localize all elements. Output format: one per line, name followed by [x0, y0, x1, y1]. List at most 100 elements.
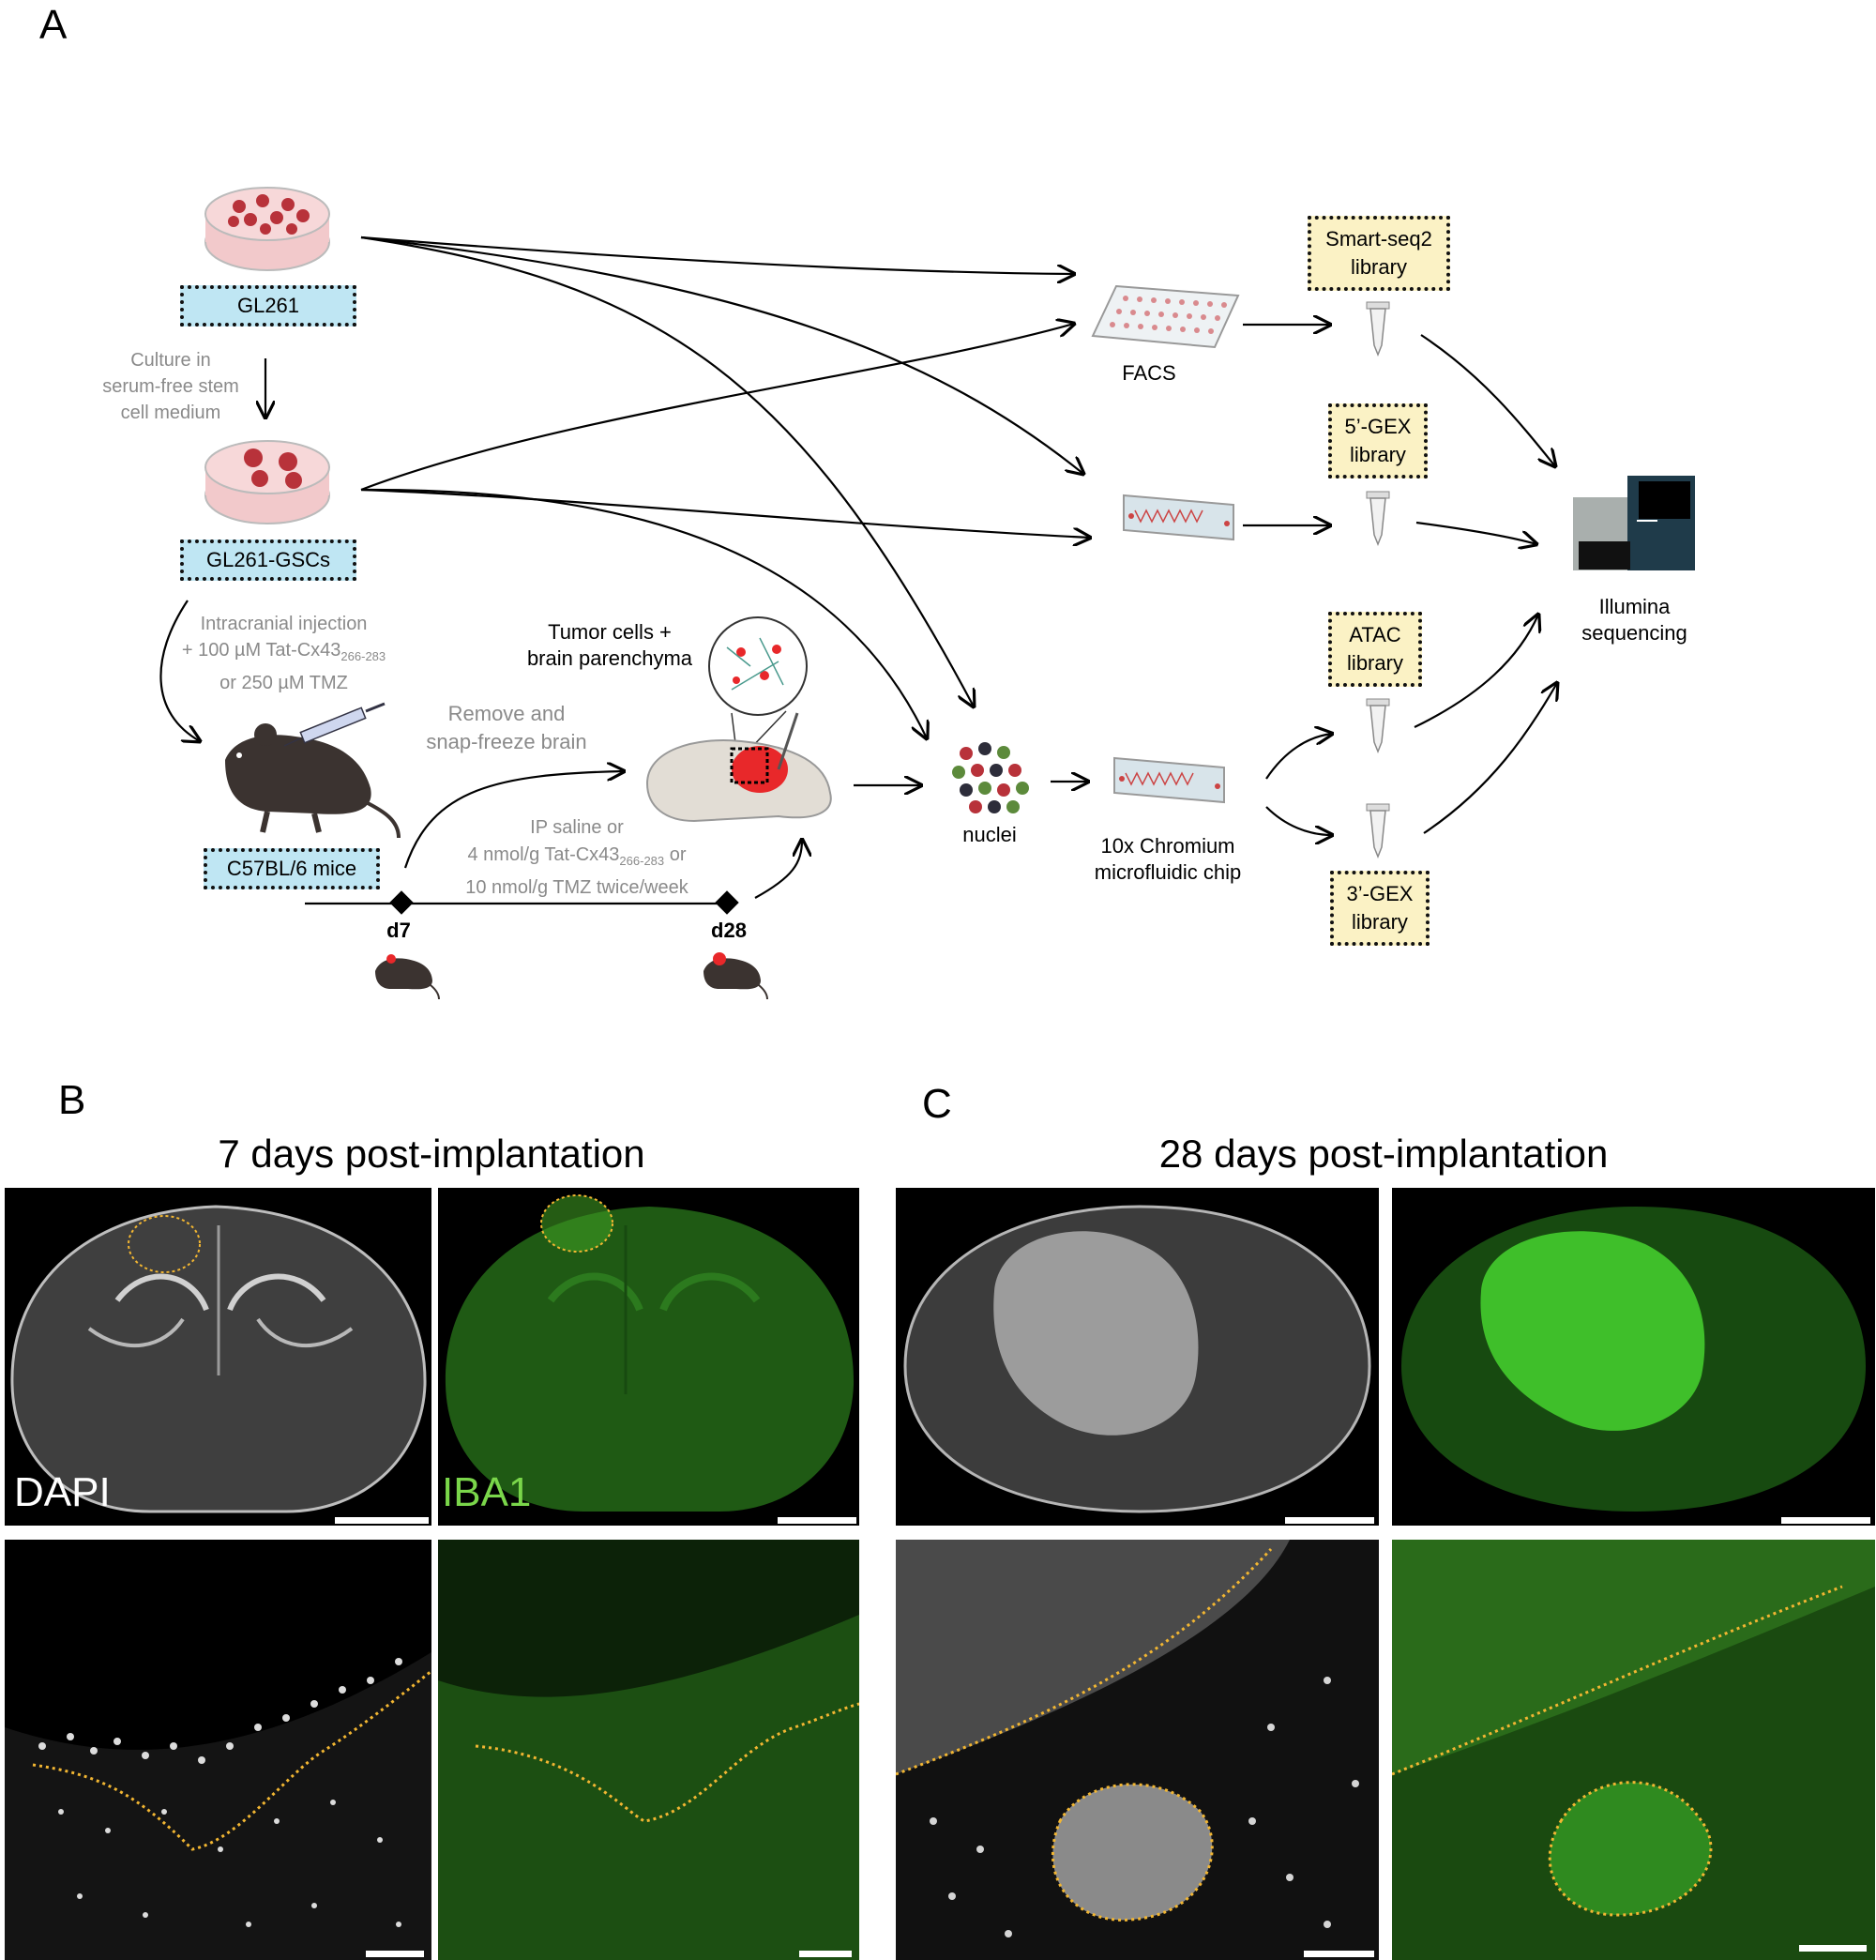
d28-label: d28 [711, 919, 747, 942]
facs-plate-icon [1091, 284, 1240, 349]
scale-bar [799, 1951, 852, 1957]
dapi-zoom-image [5, 1540, 431, 1960]
petri-dish-spheres-icon [204, 440, 330, 524]
workflow-arrows [159, 236, 1876, 915]
treatment-text: IP saline or 4 nmol/g Tat-Cx43266-283 or… [436, 814, 718, 902]
treatment-line-2: 4 nmol/g Tat-Cx43266-283 or [436, 842, 718, 874]
5gex-line-1: 5’-GEX [1344, 415, 1412, 438]
dapi-28d-zoom-image [896, 1540, 1379, 1960]
atac-line-1: ATAC [1349, 623, 1401, 646]
mouse-icon [225, 702, 401, 839]
arrow-d7-brain [403, 771, 624, 869]
panel-letter-c: C [922, 1081, 952, 1127]
d7-marker [389, 890, 414, 915]
3gex-line-1: 3’-GEX [1346, 882, 1414, 905]
petri-dish-icon [204, 187, 330, 271]
tube-icon [1366, 301, 1390, 357]
3gex-box: 3’-GEX library [1330, 871, 1430, 946]
gl261-box: GL261 [180, 285, 356, 327]
sequencer-icon [1573, 476, 1695, 570]
remove-line-1: Remove and [447, 702, 566, 725]
illumina-text: Illumina sequencing [1562, 594, 1707, 646]
culture-text: Culture in serum-free stem cell medium [86, 347, 255, 426]
chip-5gex-icon [1123, 494, 1234, 541]
3gex-line-2: library [1352, 910, 1408, 934]
treatment-line-2-or: or [669, 844, 687, 865]
scale-bar [366, 1951, 424, 1957]
arrow-gscs-facs [360, 324, 1074, 492]
chip-icon [1113, 756, 1225, 804]
treatment-line-2-text: 4 nmol/g Tat-Cx43 [467, 844, 620, 865]
mouse-d7-icon [375, 954, 440, 999]
arrow-gscs-chip [360, 488, 1090, 538]
arrow-d28-brain [754, 840, 802, 899]
scale-bar [1285, 1517, 1374, 1524]
gl261-gscs-label: GL261-GSCs [205, 548, 331, 571]
mice-label: C57BL/6 mice [226, 857, 357, 880]
panel-b-title: 7 days post-implantation [218, 1132, 645, 1176]
d28-marker [715, 890, 739, 915]
iba1-28d-zoom-image [1392, 1540, 1875, 1960]
scale-bar [1799, 1945, 1867, 1952]
remove-line-2: snap-freeze brain [426, 730, 587, 753]
arrow-gl261-nuclei [360, 236, 974, 707]
scale-bar [778, 1517, 856, 1524]
treatment-line-1: IP saline or [530, 817, 624, 838]
mice-box: C57BL/6 mice [204, 848, 380, 889]
dapi-28d-overview-image [896, 1188, 1379, 1526]
nuclei-icon [952, 742, 1029, 813]
5gex-box: 5’-GEX library [1328, 403, 1428, 479]
arrow-tube3-illumina [1414, 615, 1538, 728]
d7-label: d7 [386, 919, 411, 942]
scale-bar [1304, 1951, 1374, 1957]
brain-icon [645, 616, 832, 823]
injection-line-2: + 100 µM Tat-Cx43266-283 [169, 637, 399, 670]
treatment-sub: 266-283 [619, 854, 665, 868]
5gex-line-2: library [1350, 443, 1406, 466]
arrow-gl261-facs [360, 236, 1074, 274]
iba1-label: IBA1 [442, 1469, 532, 1515]
arrow-tube4-illumina [1423, 683, 1557, 834]
iba1-overview-image: IBA1 [438, 1188, 859, 1526]
mouse-d28-icon [704, 952, 768, 999]
zoom-circle [708, 616, 808, 716]
arrow-tube2-illumina [1415, 521, 1536, 544]
remove-text: Remove and snap-freeze brain [413, 700, 600, 756]
gl261-gscs-box: GL261-GSCs [180, 539, 356, 581]
arrow-gl261-chip [360, 236, 1083, 474]
culture-line-2: serum-free stem [102, 376, 239, 397]
culture-line-1: Culture in [130, 350, 211, 371]
injection-line-2-text: + 100 µM Tat-Cx43 [181, 640, 341, 661]
scale-bar [1781, 1517, 1870, 1524]
gl261-label: GL261 [236, 294, 300, 317]
tube-icon [1366, 698, 1390, 754]
iba1-zoom-image [438, 1540, 859, 1960]
arrow-gscs-mouse [159, 600, 200, 741]
illumina-line-1: Illumina [1598, 595, 1671, 618]
tumor-line-1: Tumor cells + [548, 620, 672, 644]
tumor-line-2: brain parenchyma [526, 646, 693, 670]
panel-letter-a: A [39, 2, 68, 48]
chip-text: 10x Chromium microfluidic chip [1083, 833, 1252, 886]
smart-seq2-line-2: library [1351, 255, 1407, 279]
treatment-line-3: 10 nmol/g TMZ twice/week [465, 877, 688, 898]
arrow-chip-3gex [1265, 806, 1332, 835]
arrow-tube1-illumina [1420, 334, 1555, 466]
injection-line-1: Intracranial injection [200, 614, 368, 634]
chip-line-2: microfluidic chip [1094, 860, 1242, 884]
nuclei-label: nuclei [962, 823, 1017, 846]
injection-line-3: or 250 µM TMZ [219, 673, 348, 693]
tube-icon [1366, 491, 1390, 547]
tube-icon [1366, 803, 1390, 859]
atac-line-2: library [1347, 651, 1403, 675]
chip-line-1: 10x Chromium [1100, 834, 1235, 858]
iba1-28d-overview-image [1392, 1188, 1875, 1526]
dapi-label: DAPI [14, 1469, 111, 1515]
arrow-chip-atac [1265, 734, 1332, 780]
atac-box: ATAC library [1328, 612, 1422, 687]
facs-label: FACS [1122, 361, 1176, 385]
dapi-overview-image: DAPI [5, 1188, 431, 1526]
injection-sub: 266-283 [340, 649, 386, 663]
culture-line-3: cell medium [120, 403, 221, 423]
